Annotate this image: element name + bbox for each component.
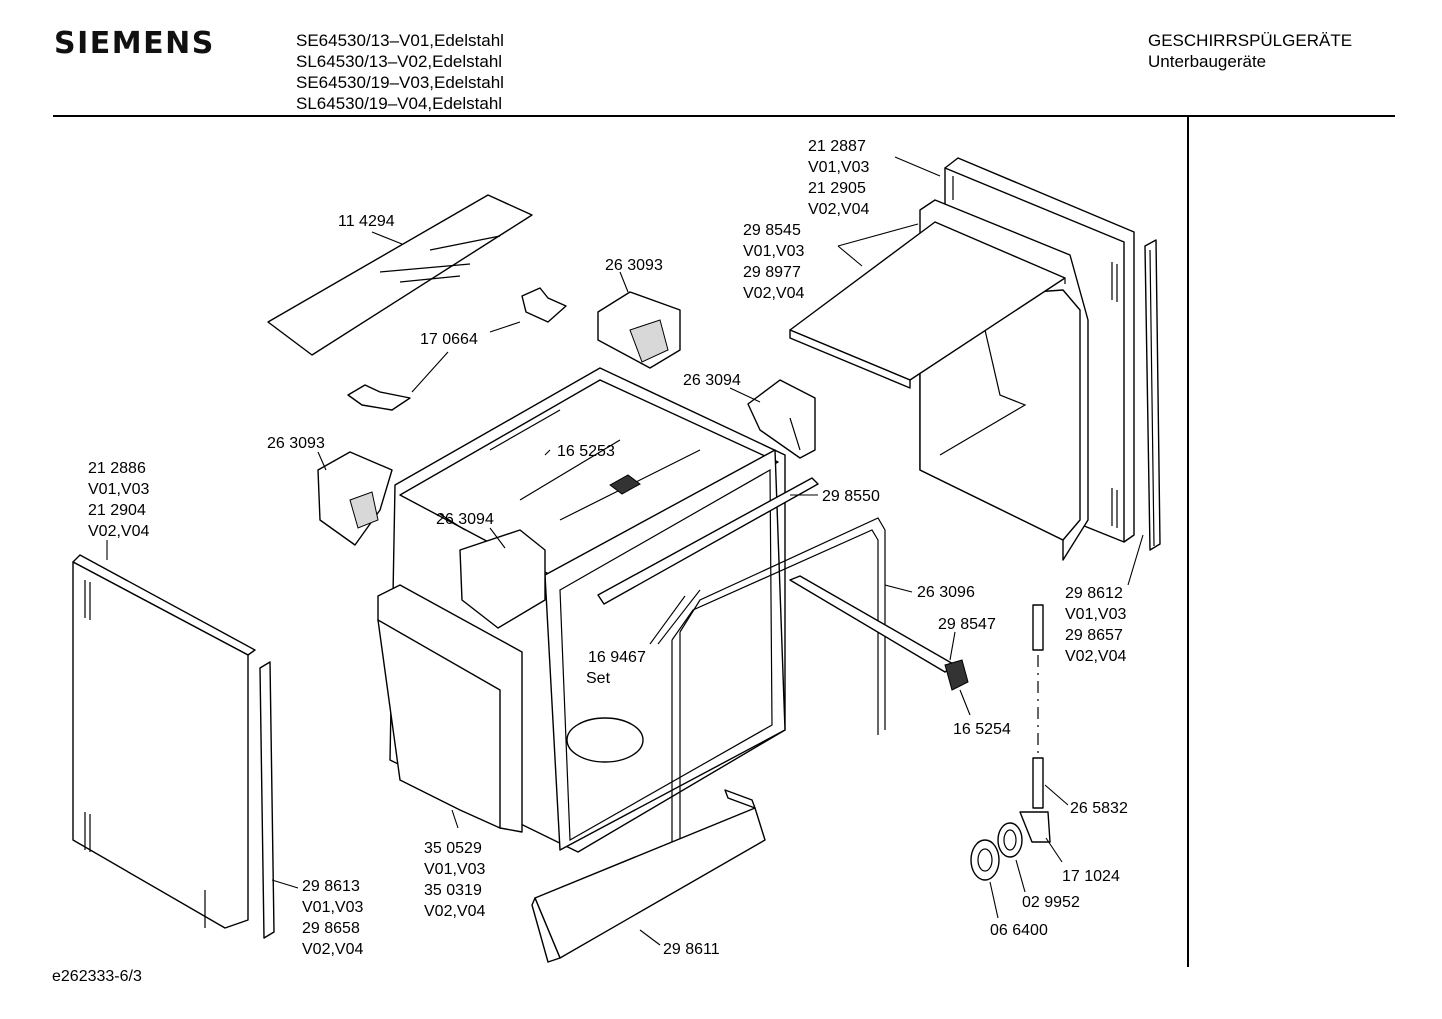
part-label-line: 21 2886 [88,460,146,477]
model-line: SE64530/13–V01,Edelstahl [296,31,504,50]
hinge-cover-mid [459,529,546,629]
part-label-line: V02,V04 [302,941,363,958]
header-rule [53,115,1395,117]
part-label-263093-left: 26 3093 [267,435,325,452]
part-label-line: 29 8657 [1065,627,1123,644]
door-seal [671,517,886,860]
part-label-212887: 21 2887 V01,V03 21 2905 V02,V04 [808,138,869,218]
part-label-line: V01,V03 [302,899,363,916]
kick-plate [531,789,766,963]
part-label-263093-top: 26 3093 [605,257,663,274]
part-label-298611: 29 8611 [663,941,720,958]
part-label-line: 21 2905 [808,180,866,197]
part-label-029952: 02 9952 [1022,894,1080,911]
part-label-263094-right: 26 3094 [683,372,741,389]
drain-hose [1019,604,1051,843]
part-label-350529: 35 0529 V01,V03 35 0319 V02,V04 [424,840,485,920]
model-line: SL64530/13–V02,Edelstahl [296,52,503,71]
part-label-line: 29 8613 [302,878,360,895]
model-line: SL64530/19–V04,Edelstahl [296,94,503,113]
part-label-line: V02,V04 [424,903,485,920]
part-label-298550: 29 8550 [822,488,880,505]
part-label-line: 16 9467 [588,649,646,666]
part-label-298547: 29 8547 [938,616,996,633]
part-label-line: V02,V04 [1065,648,1126,665]
edge-strip-right [1144,239,1161,551]
hinge-clip-left [317,451,393,546]
insulation-top-board [789,221,1066,389]
seal-rings [970,822,1023,881]
part-label-line: 21 2887 [808,138,866,155]
part-label-165254: 16 5254 [953,721,1011,738]
hinge-cover-right [747,379,816,459]
part-label-line: 29 8658 [302,920,360,937]
drawing-id: e262333-6/3 [52,968,142,985]
part-label-066400: 06 6400 [990,922,1048,939]
part-label-114294: 11 4294 [338,213,395,230]
part-label-line: V02,V04 [743,285,804,302]
part-label-line: 21 2904 [88,502,146,519]
part-label-298612: 29 8612 V01,V03 29 8657 V02,V04 [1065,585,1126,665]
leader-lines [106,156,1144,946]
part-label-212886: 21 2886 V01,V03 21 2904 V02,V04 [88,460,149,540]
mounting-bracket [347,287,567,411]
part-label-line: V01,V03 [88,481,149,498]
top-rail [597,477,819,605]
part-label-298545: 29 8545 V01,V03 29 8977 V02,V04 [743,222,804,302]
front-side-panel [377,584,523,833]
hinge-clip-top [597,291,681,369]
part-label-169467: 16 9467 Set [586,649,646,687]
part-label-165253: 16 5253 [557,443,615,460]
spray-tube [789,575,969,691]
part-label-line: V01,V03 [743,243,804,260]
side-rule [1187,117,1189,967]
category-title: GESCHIRRSPÜLGERÄTE [1148,31,1353,50]
part-label-line: 29 8545 [743,222,801,239]
siemens-logo: SIEMENS [54,26,215,61]
part-label-line: V01,V03 [1065,606,1126,623]
model-list: SE64530/13–V01,Edelstahl SL64530/13–V02,… [296,30,504,114]
part-label-line: V01,V03 [808,159,869,176]
part-label-line: 29 8977 [743,264,801,281]
part-label-line: 35 0319 [424,882,482,899]
part-label-171024: 17 1024 [1062,868,1120,885]
edge-strip-left [259,661,275,939]
part-label-line: 29 8612 [1065,585,1123,602]
side-panel-left [72,554,256,929]
part-label-170664: 17 0664 [420,331,478,348]
part-label-265832: 26 5832 [1070,800,1128,817]
category-block: GESCHIRRSPÜLGERÄTE Unterbaugeräte [1148,30,1352,72]
part-label-line: V01,V03 [424,861,485,878]
part-label-line: Set [586,670,611,687]
part-label-line: V02,V04 [808,201,869,218]
category-subtitle: Unterbaugeräte [1148,52,1267,71]
top-cover-strip [267,194,533,356]
model-line: SE64530/19–V03,Edelstahl [296,73,504,92]
part-label-line: 35 0529 [424,840,482,857]
part-label-298613: 29 8613 V01,V03 29 8658 V02,V04 [302,878,363,958]
part-label-263096: 26 3096 [917,584,975,601]
part-label-263094-mid: 26 3094 [436,511,494,528]
part-label-line: V02,V04 [88,523,149,540]
